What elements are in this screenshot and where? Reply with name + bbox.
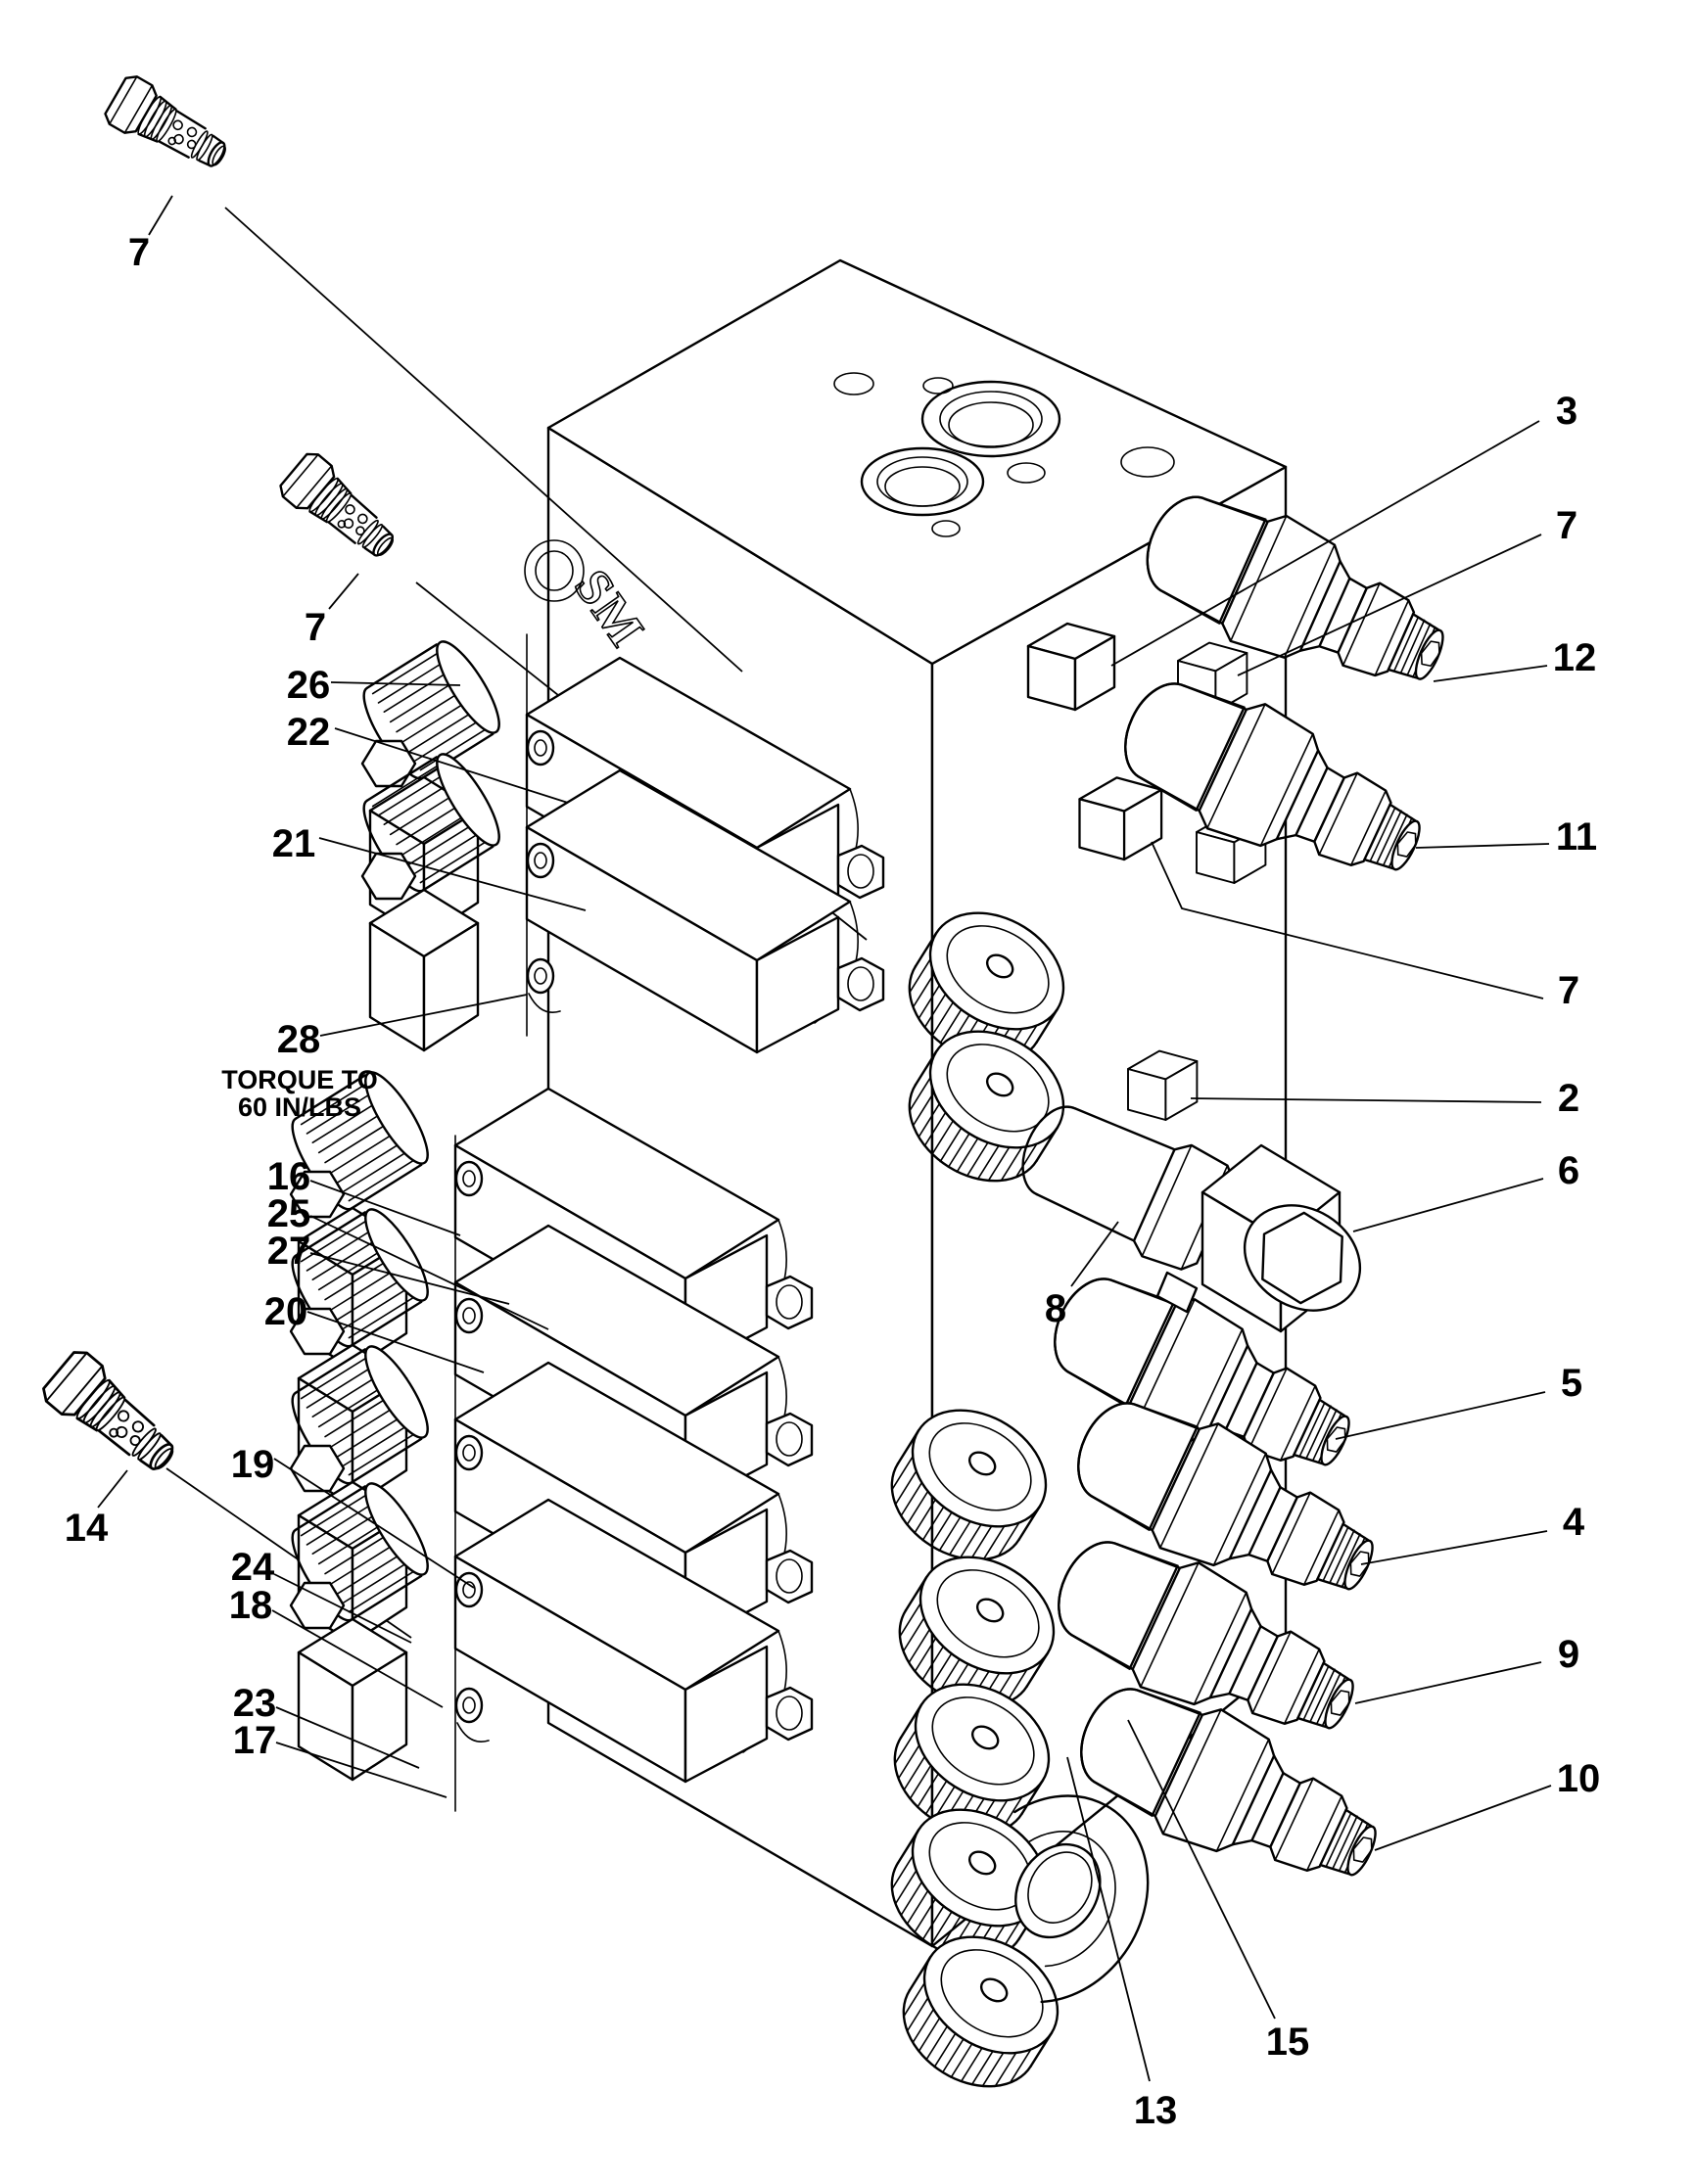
callout-2-label: 2 xyxy=(1558,1077,1579,1120)
bottom-boss xyxy=(1013,1794,1150,2004)
leader-line-28 xyxy=(319,994,528,1037)
callout-25-label: 25 xyxy=(267,1192,311,1235)
cartridge-valve-7-top xyxy=(100,70,238,183)
callout-19-label: 19 xyxy=(231,1443,275,1486)
leader-line-10 xyxy=(1374,1785,1552,1851)
callout-21-label: 21 xyxy=(272,822,316,865)
leader-line-17 xyxy=(275,1742,447,1798)
callout-20-label: 20 xyxy=(264,1290,308,1333)
leader-line-13 xyxy=(1066,1756,1151,2082)
callout-9-label: 9 xyxy=(1558,1633,1579,1676)
leader-line-4 xyxy=(1360,1530,1548,1565)
leader-line-2 xyxy=(1190,1097,1542,1103)
callout-28-label: 28 xyxy=(277,1018,321,1061)
leader-line-8 xyxy=(1070,1221,1119,1287)
leader-line-6 xyxy=(1352,1178,1544,1232)
callout-7r1-label: 7 xyxy=(1556,504,1577,547)
callout-10-label: 10 xyxy=(1557,1757,1601,1800)
coil-connector-tab xyxy=(1155,1271,1199,1314)
callout-12-label: 12 xyxy=(1553,636,1597,679)
cartridge-valve-7-mid xyxy=(274,447,407,572)
leader-line-7r2 xyxy=(1151,841,1544,999)
leader-line-12 xyxy=(1433,665,1548,682)
callout-17-label: 17 xyxy=(233,1719,277,1762)
callout-3-label: 3 xyxy=(1556,390,1577,433)
callout-6-label: 6 xyxy=(1558,1149,1579,1192)
torque-note-line-2: 60 IN/LBS xyxy=(238,1092,361,1122)
callout-7b-label: 7 xyxy=(305,606,326,649)
leader-line-19 xyxy=(273,1458,475,1589)
callout-18-label: 18 xyxy=(229,1584,273,1627)
callout-27-label: 27 xyxy=(267,1230,311,1273)
leader-line-15 xyxy=(1127,1719,1276,2020)
leader-line-25 xyxy=(309,1215,549,1330)
block-top-face xyxy=(546,258,1288,666)
lock-nut-6 xyxy=(1243,1204,1362,1312)
callout-15-label: 15 xyxy=(1266,2021,1310,2064)
leader-line-11 xyxy=(1415,843,1550,849)
knob-disc xyxy=(880,1912,1081,2112)
leader-line-26 xyxy=(330,681,461,686)
leader-line-24 xyxy=(273,1573,412,1644)
leader-line-20 xyxy=(306,1311,485,1373)
top-face-ports xyxy=(833,372,1175,537)
leader-line-14 xyxy=(97,1469,128,1509)
leader-line-7b xyxy=(328,573,359,610)
callout-26-label: 26 xyxy=(287,664,331,707)
leader-line-18 xyxy=(271,1609,444,1708)
leader-line-27 xyxy=(309,1252,510,1305)
leader-line-21 xyxy=(318,837,587,911)
solenoid-valve-8 xyxy=(1021,1105,1362,1333)
callout-5-label: 5 xyxy=(1561,1362,1582,1405)
callout-23-label: 23 xyxy=(233,1682,277,1725)
callout-7r2-label: 7 xyxy=(1558,969,1579,1012)
callout-24-label: 24 xyxy=(231,1546,275,1589)
leader-line-5 xyxy=(1335,1391,1546,1440)
leader-line-23 xyxy=(275,1706,420,1769)
callout-22-label: 22 xyxy=(287,711,331,754)
callout-11-label: 11 xyxy=(1556,815,1597,859)
leader-line-22 xyxy=(334,727,569,804)
leader-line-9 xyxy=(1354,1661,1542,1704)
callout-7a-label: 7 xyxy=(128,231,150,274)
leader-line-7a xyxy=(148,195,173,236)
torque-note-line-1: TORQUE TO xyxy=(221,1065,378,1094)
callout-13-label: 13 xyxy=(1134,2089,1178,2132)
callout-14-label: 14 xyxy=(65,1507,109,1550)
callout-4-label: 4 xyxy=(1563,1501,1585,1544)
callout-8-label: 8 xyxy=(1045,1287,1066,1330)
leader-line-16 xyxy=(309,1180,461,1236)
leader-line-7r1 xyxy=(1237,534,1542,676)
leader-line-3 xyxy=(1110,420,1540,667)
callout-16-label: 16 xyxy=(267,1155,311,1198)
cartridge-valve-14 xyxy=(36,1344,190,1488)
